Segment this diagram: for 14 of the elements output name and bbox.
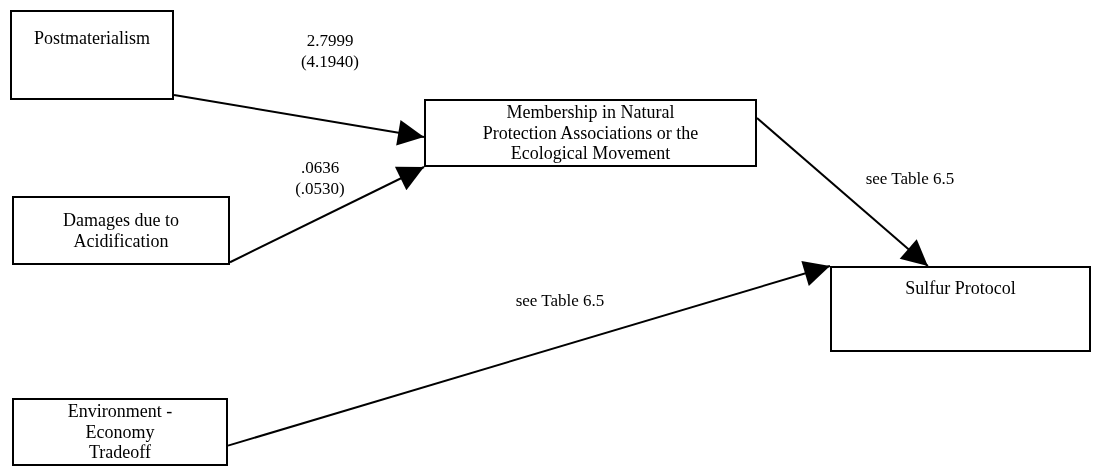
process-box xyxy=(12,398,228,466)
process-box xyxy=(12,196,230,265)
arrow xyxy=(229,166,425,264)
arrow xyxy=(173,93,425,146)
arrow xyxy=(227,261,831,447)
process-box xyxy=(424,99,757,167)
process-box xyxy=(10,10,174,100)
box-text: Environment - Economy Tradeoff xyxy=(66,400,174,464)
box-text: Membership in Natural Protection Associations or the Ecological Movement xyxy=(481,101,700,165)
box-text: Damages due to Acidification xyxy=(62,209,180,252)
arrow xyxy=(756,117,929,267)
process-box xyxy=(830,266,1091,352)
box-text: Sulfur Protocol xyxy=(904,278,1017,299)
box-text: Postmaterialism xyxy=(33,28,151,49)
